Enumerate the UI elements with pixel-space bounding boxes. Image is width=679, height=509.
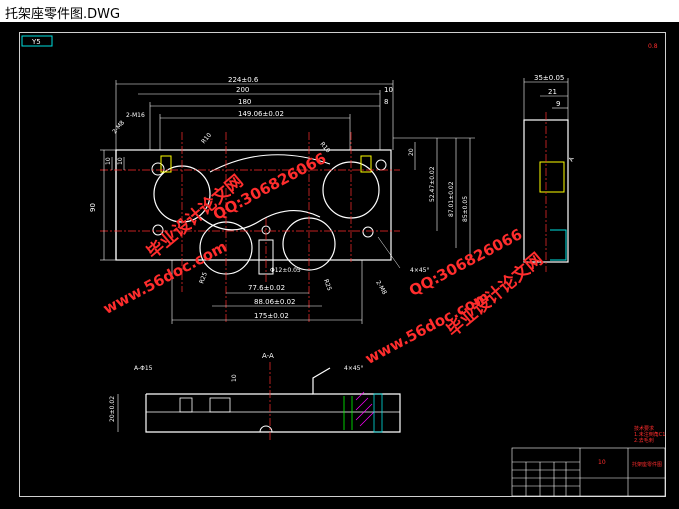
svg-text:8: 8 <box>384 98 388 106</box>
svg-text:10: 10 <box>117 157 124 165</box>
section-view: A-A 20±0.02 A-Φ15 10 4×45° <box>109 352 401 442</box>
svg-text:10: 10 <box>105 157 112 165</box>
svg-text:180: 180 <box>238 98 251 106</box>
window-titlebar: 托架座零件图.DWG <box>0 0 679 22</box>
svg-text:2-M8: 2-M8 <box>111 119 126 135</box>
svg-text:224±0.6: 224±0.6 <box>228 76 259 84</box>
svg-text:20: 20 <box>408 148 415 156</box>
sheet-tag: Y5 <box>31 38 41 46</box>
svg-text:88.06±0.02: 88.06±0.02 <box>254 298 296 306</box>
svg-text:9: 9 <box>556 100 560 108</box>
svg-text:175±0.02: 175±0.02 <box>254 312 289 320</box>
svg-text:R25: R25 <box>198 271 209 285</box>
svg-text:10: 10 <box>231 374 238 382</box>
svg-text:1.未注倒角C1: 1.未注倒角C1 <box>634 431 665 438</box>
svg-text:10: 10 <box>384 86 393 94</box>
front-view: 224±0.6 200 180 149.06±0.02 10 8 90 10 1… <box>89 76 475 324</box>
svg-text:20±0.02: 20±0.02 <box>109 396 116 422</box>
side-view: 35±0.05 21 9 A <box>523 74 577 272</box>
svg-text:R25: R25 <box>322 278 333 292</box>
dwg-viewer-canvas[interactable]: Y5 0.8 <box>0 22 679 509</box>
svg-text:Φ12±0.05: Φ12±0.05 <box>270 267 301 274</box>
svg-text:A-A: A-A <box>262 352 274 360</box>
svg-text:52.47±0.02: 52.47±0.02 <box>429 166 436 202</box>
svg-text:4×45°: 4×45° <box>344 365 363 372</box>
svg-text:A: A <box>568 155 577 163</box>
cad-drawing: Y5 0.8 <box>21 35 666 497</box>
svg-text:0.8: 0.8 <box>648 43 658 50</box>
window-title: 托架座零件图.DWG <box>5 7 121 22</box>
svg-text:托架座零件图: 托架座零件图 <box>632 461 662 468</box>
svg-text:A-Φ15: A-Φ15 <box>134 365 153 372</box>
svg-text:200: 200 <box>236 86 249 94</box>
svg-text:技术要求: 技术要求 <box>634 425 654 432</box>
svg-text:10: 10 <box>598 459 606 466</box>
svg-text:4×45°: 4×45° <box>410 267 429 274</box>
svg-text:90: 90 <box>89 203 97 212</box>
svg-text:2-M8: 2-M8 <box>374 280 388 297</box>
title-block <box>511 447 666 497</box>
svg-text:2.去毛刺: 2.去毛刺 <box>634 437 654 444</box>
tech-notes: 技术要求 1.未注倒角C1 2.去毛刺 <box>634 425 665 444</box>
svg-text:77.6±0.02: 77.6±0.02 <box>248 284 285 292</box>
svg-text:35±0.05: 35±0.05 <box>534 74 564 82</box>
svg-text:85±0.05: 85±0.05 <box>462 196 469 222</box>
svg-text:R10: R10 <box>200 132 213 146</box>
svg-text:21: 21 <box>548 88 557 96</box>
drawing-frame <box>19 32 666 497</box>
svg-text:149.06±0.02: 149.06±0.02 <box>238 110 284 118</box>
svg-text:87.01±0.02: 87.01±0.02 <box>448 181 455 217</box>
svg-text:2-M16: 2-M16 <box>126 112 145 119</box>
